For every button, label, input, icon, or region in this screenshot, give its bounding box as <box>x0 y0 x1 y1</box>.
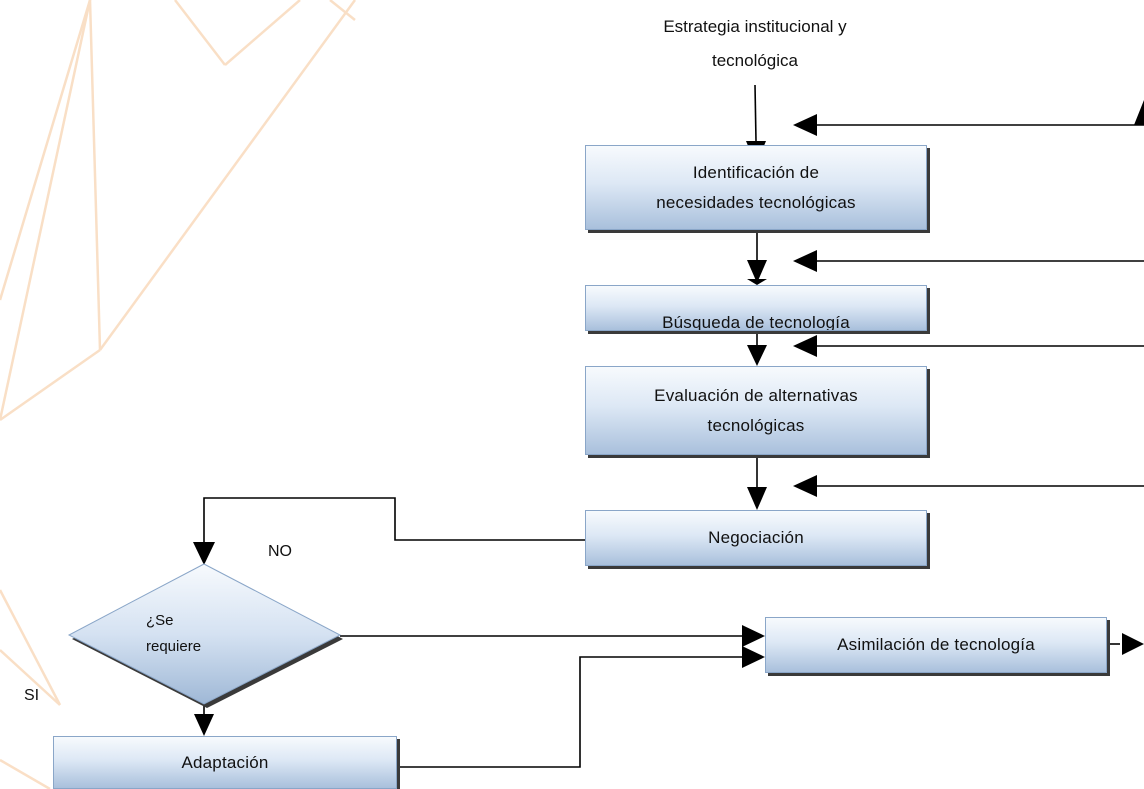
step-evaluacion: Evaluación de alternativas tecnológicas <box>585 366 927 455</box>
step-adaptacion-label: Adaptación <box>181 752 269 772</box>
arrowhead-busqueda-main <box>747 260 767 283</box>
arrowhead-asimilacion-top <box>742 625 765 647</box>
arrowhead-decision <box>193 542 215 565</box>
arrow-negociacion-to-decision <box>203 497 585 542</box>
step-asimilacion: Asimilación de tecnología <box>765 617 1107 673</box>
arrowhead-adaptacion <box>194 714 214 736</box>
arrowhead-asimilacion-bottom <box>742 646 765 668</box>
input-label-estrategia: Estrategia institucional y tecnológica <box>663 17 847 70</box>
step-busqueda-label: Búsqueda de tecnología <box>662 313 850 331</box>
branch-no-label: NO <box>268 543 292 560</box>
feedback-arrowhead-3 <box>793 335 817 357</box>
decision-label: ¿Se requiere <box>146 612 202 655</box>
feedback-arrowhead-1 <box>793 114 817 136</box>
step-identificacion-label: Identificación de necesidades tecnológic… <box>656 162 856 212</box>
step-busqueda: Búsqueda de tecnología <box>585 285 927 331</box>
decision-diamond <box>67 563 343 708</box>
feedback-arrowhead-4 <box>793 475 817 497</box>
step-negociacion-label: Negociación <box>708 528 804 547</box>
step-evaluacion-label: Evaluación de alternativas tecnológicas <box>654 385 858 435</box>
step-asimilacion-label: Asimilación de tecnología <box>837 635 1035 654</box>
step-identificacion: Identificación de necesidades tecnológic… <box>585 145 927 230</box>
feedback-arrowhead-2 <box>793 250 817 272</box>
step-negociacion: Negociación <box>585 510 927 566</box>
arrowhead-evaluacion <box>747 345 767 366</box>
branch-si-label: SI <box>24 687 40 704</box>
arrow-input-to-identificacion <box>754 84 757 142</box>
arrowhead-asimilacion-out <box>1122 633 1144 655</box>
arrowhead-negociacion <box>747 487 767 510</box>
step-adaptacion: Adaptación <box>53 736 397 789</box>
arrow-adaptacion-to-asimilacion <box>397 656 748 768</box>
feedback-up-arrowhead <box>1134 100 1144 125</box>
